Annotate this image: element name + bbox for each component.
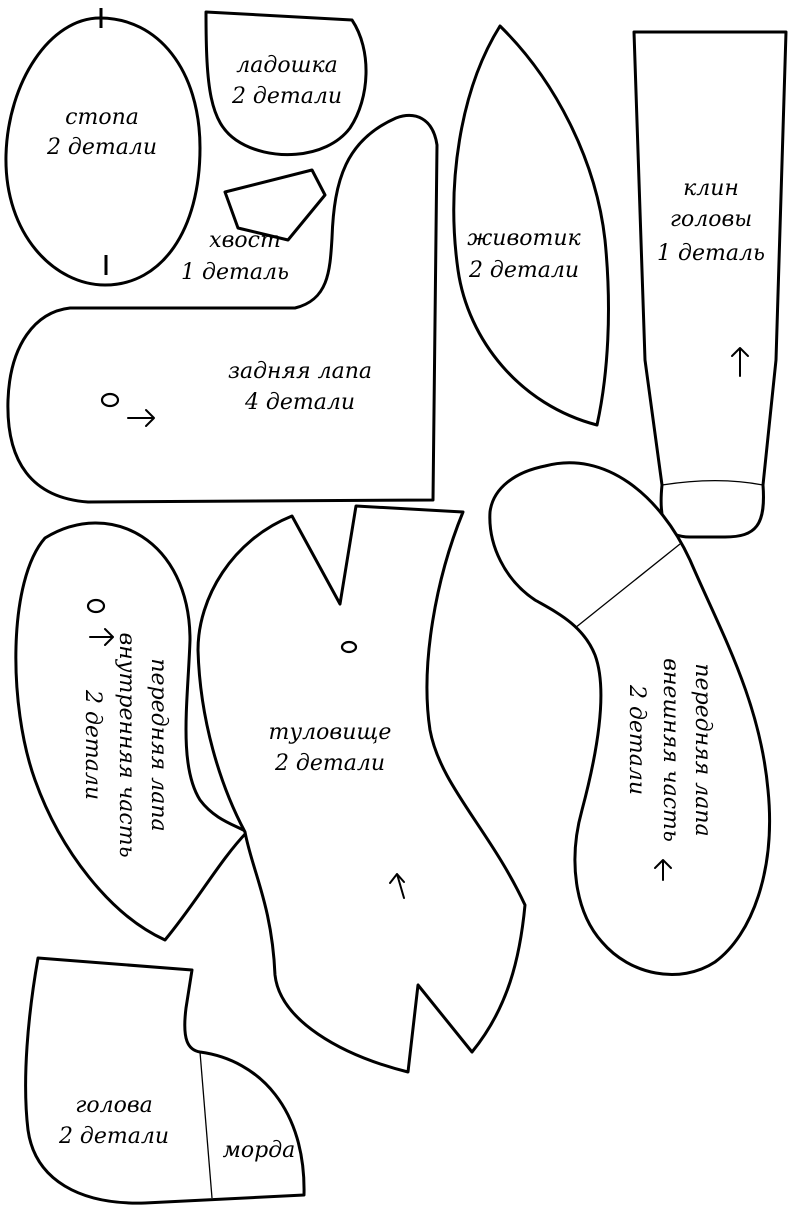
- klin-golovy-name-line2: головы: [670, 207, 752, 232]
- seam-line: [661, 479, 764, 486]
- grain-arrow-icon: [89, 628, 114, 646]
- tulovishche-name: туловище: [269, 720, 392, 745]
- perednyaya-vnutrennyaya-line2: внутренняя часть: [114, 632, 139, 857]
- klin-golovy-count: 1 деталь: [657, 241, 765, 266]
- stopa-count: 2 детали: [46, 135, 157, 160]
- ladoshka-name: ладошка: [236, 53, 337, 78]
- morda-name: морда: [223, 1138, 296, 1163]
- perednyaya-vneshnyaya-line2: внешняя часть: [658, 658, 683, 842]
- piece-ladoshka: ладошка 2 детали: [204, 10, 368, 157]
- piece-hvost: хвост 1 деталь: [181, 168, 327, 285]
- grain-arrow-icon: [127, 409, 155, 427]
- perednyaya-vneshnyaya-count: 2 детали: [624, 684, 649, 795]
- ladoshka-count: 2 детали: [231, 84, 342, 109]
- zadnyaya-lapa-count: 4 детали: [244, 390, 355, 415]
- marker-circle: [340, 640, 358, 654]
- zhivotik-count: 2 детали: [468, 258, 579, 283]
- perednyaya-vnutrennyaya-count: 2 детали: [80, 689, 105, 800]
- perednyaya-vnutrennyaya-line1: передняя лапа: [146, 658, 171, 831]
- grain-arrow-icon: [731, 347, 749, 377]
- piece-golova: голова 2 детали морда: [24, 956, 306, 1205]
- seam-line: [199, 1051, 213, 1199]
- grain-arrow-icon: [654, 859, 672, 881]
- hvost-name: хвост: [209, 228, 281, 253]
- piece-zadnyaya-lapa: задняя лапа 4 детали: [6, 113, 439, 504]
- grain-arrow-icon: [389, 873, 405, 899]
- marker-circle: [86, 598, 106, 614]
- marker-circle: [100, 392, 120, 408]
- zadnyaya-lapa-name: задняя лапа: [228, 359, 372, 384]
- piece-tulovishche: туловище 2 детали: [196, 504, 527, 1074]
- stopa-name: стопа: [65, 105, 139, 130]
- zhivotik-name: животик: [467, 226, 581, 251]
- piece-zhivotik: животик 2 детали: [452, 24, 610, 427]
- hvost-count: 1 деталь: [181, 260, 289, 285]
- tulovishche-count: 2 детали: [274, 751, 385, 776]
- perednyaya-vneshnyaya-line1: передняя лапа: [690, 663, 715, 836]
- seam-line: [574, 543, 681, 629]
- golova-count: 2 детали: [58, 1124, 169, 1149]
- piece-perednyaya-vneshnyaya: передняя лапа внешняя часть 2 детали: [488, 461, 772, 976]
- golova-name: голова: [75, 1093, 153, 1118]
- piece-perednyaya-vnutrennyaya: передняя лапа внутренняя часть 2 детали: [14, 521, 249, 942]
- piece-klin-golovy: клин головы 1 деталь: [632, 30, 788, 539]
- piece-stopa: стопа 2 детали: [4, 8, 202, 287]
- klin-golovy-name-line1: клин: [683, 176, 739, 201]
